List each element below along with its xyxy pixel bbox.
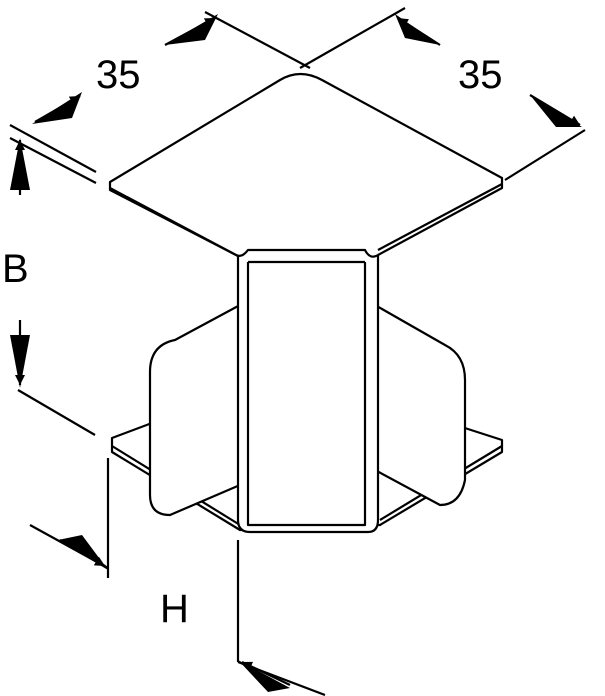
right-wing [373,303,467,507]
left-wing [148,303,242,517]
top-plate [108,72,504,258]
dimension-label-b: B [2,247,29,291]
dimension-label-h: H [160,587,189,631]
arrowheads [10,14,582,692]
vertical-channel [236,250,380,534]
dimension-label-right: 35 [458,53,503,97]
dimension-label-left: 35 [96,53,141,97]
